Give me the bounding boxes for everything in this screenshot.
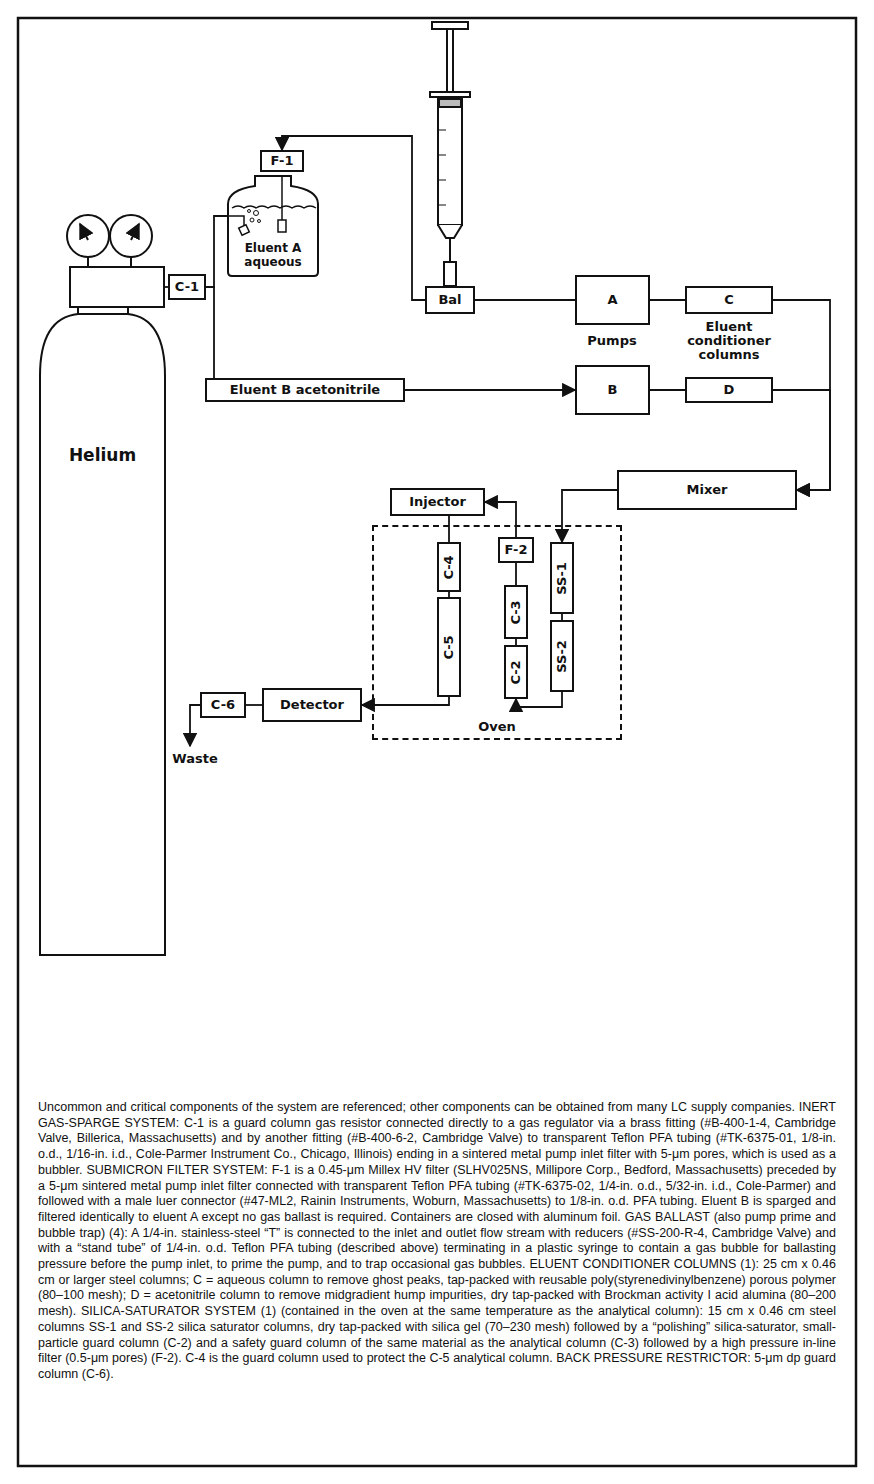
node-label: F-1 <box>271 154 294 169</box>
eluent-box: Eluent B acetonitrile <box>205 378 405 402</box>
node-label: B <box>608 383 618 398</box>
node-label: C <box>724 293 734 308</box>
analytical-column: C-5 <box>437 597 461 697</box>
flow-line <box>650 299 685 301</box>
detector-box: Detector <box>262 688 362 722</box>
node-label: C-1 <box>175 280 199 295</box>
node-label: Injector <box>409 495 466 510</box>
node-label: C-4 <box>442 555 457 579</box>
flow-line <box>206 216 228 287</box>
flow-line <box>448 516 450 542</box>
inline-filter: F-2 <box>498 537 534 563</box>
figure-caption: Uncommon and critical components of the … <box>38 1100 836 1383</box>
node-label: Mixer <box>686 483 727 498</box>
filter-box: F-1 <box>260 150 304 172</box>
flow-line <box>405 389 575 391</box>
flow-line <box>485 502 516 537</box>
flow-line <box>475 299 575 301</box>
guard-column: C-2 <box>504 645 528 699</box>
node-label: SS-1 <box>555 562 570 595</box>
node-label: C-5 <box>442 635 457 659</box>
oven-region: Oven C-4C-5 F-2C-3C-2 SS-1SS-2 <box>372 525 622 740</box>
flow-line <box>515 563 517 585</box>
flow-line <box>362 697 449 705</box>
node-label: Eluent B acetonitrile <box>230 383 380 398</box>
node-label: SS-2 <box>555 640 570 673</box>
node-label: A <box>607 293 617 308</box>
pressure-gauges <box>67 215 152 266</box>
flow-line <box>246 704 262 706</box>
restrictor-column: C-6 <box>200 692 246 718</box>
flow-line <box>562 490 617 542</box>
pump-box: B <box>575 365 650 415</box>
node-label: Oven <box>478 720 516 735</box>
conditioner-column: C <box>685 286 773 314</box>
flow-line <box>650 389 685 391</box>
guard-column: C-3 <box>504 585 528 639</box>
node-label: D <box>724 383 735 398</box>
outlet-label: Waste <box>172 752 217 766</box>
node-label: Helium <box>69 446 136 466</box>
saturator-column: SS-1 <box>550 542 574 614</box>
node-label: Bal <box>438 293 461 308</box>
conditioner-column: D <box>685 377 773 403</box>
waste-line <box>190 705 200 746</box>
gas-cylinder: Helium <box>40 266 165 956</box>
injector-box: Injector <box>390 488 485 516</box>
guard-column: C-4 <box>437 542 461 592</box>
mixer-box: Mixer <box>617 470 797 510</box>
node-label: C-6 <box>211 698 235 713</box>
pump-box: A <box>575 275 650 325</box>
node-label: Eluent A aqueous <box>234 242 312 270</box>
flow-line <box>206 287 214 378</box>
group-label: Eluent conditioner columns <box>667 320 792 362</box>
saturator-column: SS-2 <box>550 620 574 692</box>
frame <box>18 18 856 1466</box>
ballast-syringe <box>430 22 470 286</box>
gas-resistor-column: C-1 <box>168 274 206 300</box>
cylinder-outline <box>40 266 165 956</box>
eluent-bottle: Eluent A aqueous <box>228 176 318 276</box>
node-label: C-2 <box>509 660 524 684</box>
node-label: C-3 <box>509 600 524 624</box>
flow-line <box>773 300 830 490</box>
node-label: Detector <box>280 698 344 713</box>
node-label: F-2 <box>505 543 528 558</box>
group-label: Pumps <box>587 334 636 348</box>
ballast-tee: Bal <box>425 286 475 314</box>
